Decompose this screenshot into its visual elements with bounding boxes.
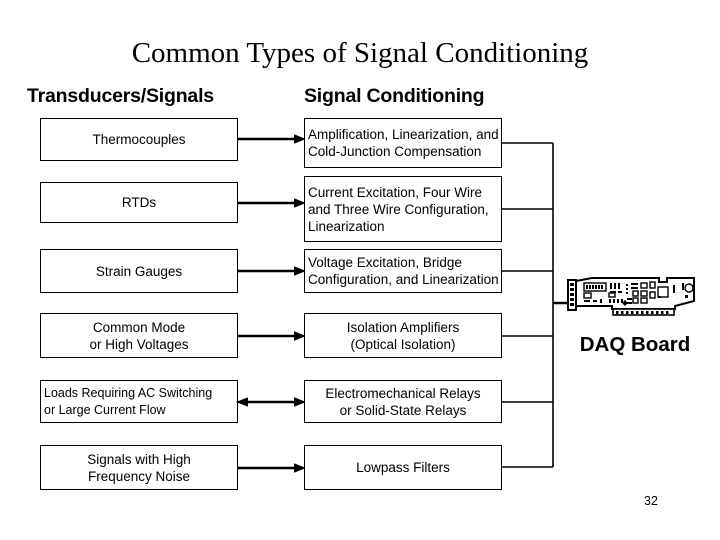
conditioning-box[interactable]: Current Excitation, Four Wire and Three …	[304, 176, 502, 242]
conditioning-line: Isolation Amplifiers	[346, 319, 460, 335]
transducer-line: Thermocouples	[92, 132, 186, 147]
conditioning-box[interactable]: Lowpass Filters	[304, 445, 502, 490]
transducer-line: Loads Requiring AC Switching	[44, 385, 213, 400]
flow-arrow-single	[238, 134, 306, 144]
conditioning-line: Linearization	[308, 218, 385, 234]
conditioning-line: Electromechanical Relays	[325, 385, 481, 401]
transducer-box[interactable]: Thermocouples	[40, 118, 238, 161]
conditioning-line: or Solid-State Relays	[339, 402, 467, 418]
page-number: 32	[644, 494, 658, 508]
column-header-signal-conditioning: Signal Conditioning	[304, 85, 485, 107]
flow-arrow-double	[236, 397, 306, 407]
transducer-line: Strain Gauges	[95, 263, 183, 279]
transducer-box[interactable]: Common Mode or High Voltages	[40, 313, 238, 358]
conditioning-box[interactable]: Isolation Amplifiers (Optical Isolation)	[304, 313, 502, 358]
transducer-box[interactable]: Signals with High Frequency Noise	[40, 445, 238, 490]
conditioning-line: Current Excitation, Four Wire	[308, 184, 483, 200]
transducer-box[interactable]: Strain Gauges	[40, 249, 238, 293]
conditioning-line: Lowpass Filters	[356, 460, 450, 475]
transducer-box[interactable]: Loads Requiring AC Switching or Large Cu…	[40, 380, 238, 423]
conditioning-box[interactable]: Voltage Excitation, Bridge Configuration…	[304, 249, 502, 293]
flow-arrow-single	[238, 266, 306, 276]
conditioning-box[interactable]: Amplification, Linearization, and Cold-J…	[304, 118, 502, 168]
flow-arrow-single	[238, 198, 306, 208]
conditioning-line: Cold-Junction Compensation	[308, 144, 482, 159]
transducer-line: or High Voltages	[89, 336, 189, 352]
page-title: Common Types of Signal Conditioning	[131, 37, 589, 69]
daq-board-pcb-icon	[567, 277, 695, 316]
daq-board-label: DAQ Board	[579, 333, 691, 356]
conditioning-line: (Optical Isolation)	[350, 336, 456, 352]
transducer-line: or Large Current Flow	[44, 402, 166, 417]
flow-arrow-single	[238, 331, 306, 341]
transducer-line: RTDs	[121, 195, 157, 210]
conditioning-line: Amplification, Linearization, and	[308, 127, 499, 142]
transducer-line: Common Mode	[92, 319, 186, 335]
transducer-box[interactable]: RTDs	[40, 182, 238, 223]
column-header-transducers: Transducers/Signals	[27, 85, 214, 107]
flow-arrow-single	[238, 463, 306, 473]
transducer-line: Signals with High	[87, 451, 191, 467]
conditioning-box[interactable]: Electromechanical Relays or Solid-State …	[304, 380, 502, 423]
conditioning-line: and Three Wire Configuration,	[308, 201, 489, 217]
conditioning-line: Voltage Excitation, Bridge	[308, 255, 462, 270]
transducer-line: Frequency Noise	[87, 468, 191, 484]
conditioning-line: Configuration, and Linearization	[308, 272, 499, 287]
signal-bus-wiring	[502, 142, 573, 468]
